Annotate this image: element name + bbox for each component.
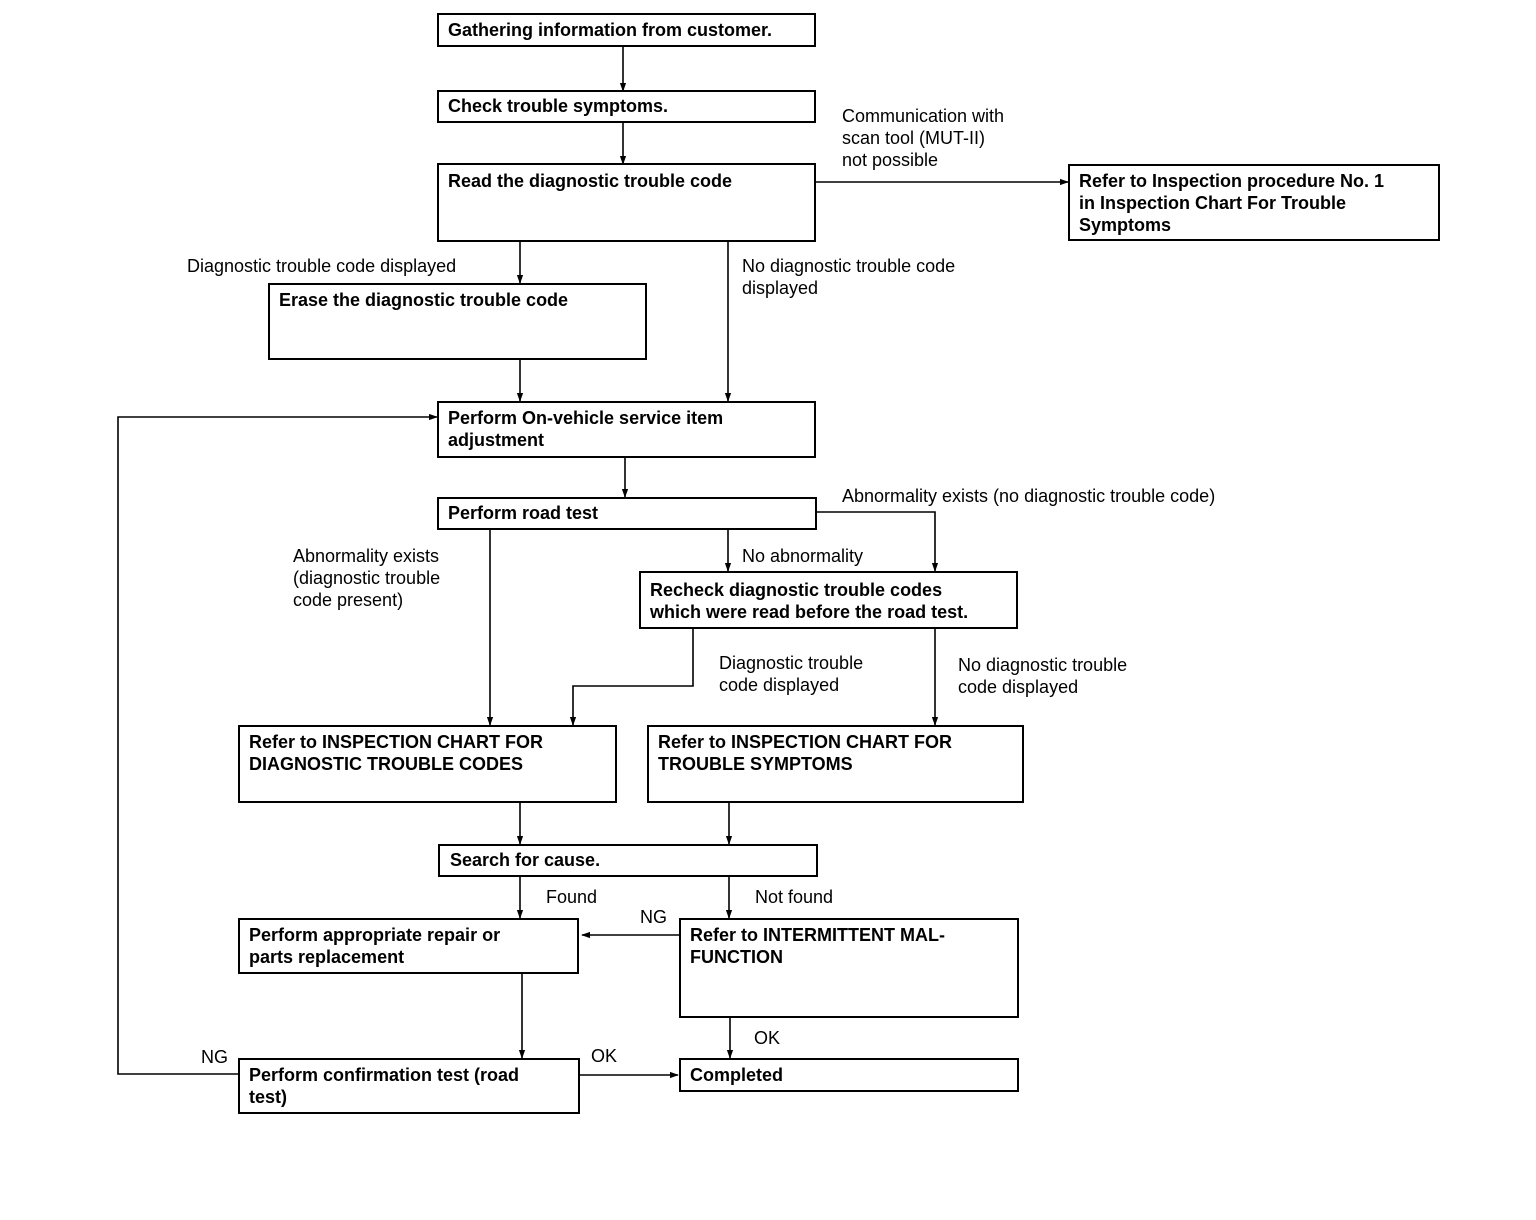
label-dtc-displayed: Diagnostic trouble code displayed	[187, 256, 456, 276]
box-line: Search for cause.	[450, 850, 600, 870]
box-line: Check trouble symptoms.	[448, 96, 668, 116]
box-line: in Inspection Chart For Trouble	[1079, 193, 1346, 213]
label-line: No diagnostic trouble	[958, 655, 1127, 675]
box-line: Refer to INSPECTION CHART FOR	[658, 732, 952, 752]
box-perform-repair: Perform appropriate repair or parts repl…	[238, 918, 579, 974]
box-line: TROUBLE SYMPTOMS	[658, 754, 853, 774]
box-refer-chart-diagnostic-codes: Refer to INSPECTION CHART FOR DIAGNOSTIC…	[238, 725, 617, 803]
svg-text:Read the diagnostic trouble co: Read the diagnostic trouble code	[448, 171, 732, 191]
box-erase-diagnostic-trouble-code: Erase the diagnostic trouble code	[268, 283, 647, 360]
label-ng-intermittent: NG	[640, 907, 667, 927]
label-abnormality-dtc-present: Abnormality exists (diagnostic trouble c…	[293, 546, 445, 610]
box-search-for-cause: Search for cause.	[438, 844, 818, 877]
box-perform-on-vehicle-adjustment: Perform On-vehicle service item adjustme…	[437, 401, 816, 458]
label-line: (diagnostic trouble	[293, 568, 440, 588]
svg-text:Perform appropriate repair or: Perform appropriate repair or parts repl…	[249, 925, 505, 967]
label-line: No abnormality	[742, 546, 863, 566]
label-line: Diagnostic trouble	[719, 653, 863, 673]
box-line: Refer to INSPECTION CHART FOR	[249, 732, 543, 752]
box-line: Symptoms	[1079, 215, 1171, 235]
box-refer-intermittent-malfunction: Refer to INTERMITTENT MAL- FUNCTION	[679, 918, 1019, 1018]
label-line: Diagnostic trouble code displayed	[187, 256, 456, 276]
box-check-trouble-symptoms: Check trouble symptoms.	[437, 90, 816, 123]
svg-text:Refer to INSPECTION CHART FOR: Refer to INSPECTION CHART FOR TROUBLE SY…	[658, 732, 957, 774]
label-line: Communication with	[842, 106, 1004, 126]
label-line: No diagnostic trouble code	[742, 256, 955, 276]
box-line: Read the diagnostic trouble code	[448, 171, 732, 191]
box-line: adjustment	[448, 430, 544, 450]
svg-text:Refer to INTERMITTENT MAL-: Refer to INTERMITTENT MAL- FUNCTION	[690, 925, 950, 967]
label-line: NG	[640, 907, 667, 927]
box-completed: Completed	[679, 1058, 1019, 1092]
svg-text:Perform confirmation test (roa: Perform confirmation test (road test)	[249, 1065, 524, 1107]
label-ng-confirmation: NG	[201, 1047, 228, 1067]
svg-text:Gathering information from cus: Gathering information from customer.	[448, 20, 772, 40]
box-line: Perform On-vehicle service item	[448, 408, 723, 428]
label-found: Found	[546, 887, 597, 907]
label-no-abnormality: No abnormality	[742, 546, 863, 566]
box-read-diagnostic-trouble-code: Read the diagnostic trouble code	[437, 163, 816, 242]
connectors	[117, 46, 1069, 1079]
box-line: Refer to INTERMITTENT MAL-	[690, 925, 945, 945]
box-line: Recheck diagnostic trouble codes	[650, 580, 942, 600]
box-recheck-diagnostic-trouble-codes: Recheck diagnostic trouble codes which w…	[639, 571, 1018, 629]
label-communication-not-possible: Communication with scan tool (MUT-II) no…	[842, 106, 1009, 170]
box-line: test)	[249, 1087, 287, 1107]
label-no-dtc-displayed: No diagnostic trouble code displayed	[742, 256, 960, 298]
box-line: parts replacement	[249, 947, 404, 967]
box-line: Refer to Inspection procedure No. 1	[1079, 171, 1384, 191]
label-line: Not found	[755, 887, 833, 907]
box-line: Perform appropriate repair or	[249, 925, 500, 945]
box-perform-road-test: Perform road test	[437, 497, 817, 530]
svg-text:Perform On-vehicle service ite: Perform On-vehicle service item adjustme…	[448, 408, 728, 450]
label-line: Found	[546, 887, 597, 907]
svg-text:Refer to INSPECTION CHART FOR: Refer to INSPECTION CHART FOR DIAGNOSTIC…	[249, 732, 548, 774]
box-line: Erase the diagnostic trouble code	[279, 290, 568, 310]
arrow-recheck-to-refer-dtc	[569, 628, 694, 726]
box-line: DIAGNOSTIC TROUBLE CODES	[249, 754, 523, 774]
box-refer-chart-trouble-symptoms: Refer to INSPECTION CHART FOR TROUBLE SY…	[647, 725, 1024, 803]
svg-text:Search for cause.: Search for cause.	[450, 850, 600, 870]
svg-text:Refer to Inspection procedure: Refer to Inspection procedure No. 1 in I…	[1079, 171, 1389, 235]
box-line: which were read before the road test.	[649, 602, 968, 622]
box-gather-information: Gathering information from customer.	[437, 13, 816, 47]
label-line: code displayed	[719, 675, 839, 695]
label-line: code displayed	[958, 677, 1078, 697]
box-refer-inspection-procedure-1: Refer to Inspection procedure No. 1 in I…	[1068, 164, 1440, 241]
box-line: Perform confirmation test (road	[249, 1065, 519, 1085]
box-line: Gathering information from customer.	[448, 20, 772, 40]
box-line: FUNCTION	[690, 947, 783, 967]
label-line: code present)	[293, 590, 403, 610]
svg-text:Recheck diagnostic trouble cod: Recheck diagnostic trouble codes which w…	[649, 580, 968, 622]
box-line: Perform road test	[448, 503, 598, 523]
box-line: Completed	[690, 1065, 783, 1085]
label-ok-confirmation: OK	[591, 1046, 617, 1066]
arrow-roadtest-abnormality-to-recheck	[816, 511, 939, 572]
label-line: Abnormality exists (no diagnostic troubl…	[842, 486, 1215, 506]
label-line: NG	[201, 1047, 228, 1067]
svg-text:Erase the diagnostic trouble c: Erase the diagnostic trouble code	[279, 290, 568, 310]
label-no-dtc-after-recheck: No diagnostic trouble code displayed	[958, 655, 1132, 697]
label-dtc-displayed-after-recheck: Diagnostic trouble code displayed	[719, 653, 868, 695]
label-line: not possible	[842, 150, 938, 170]
label-line: displayed	[742, 278, 818, 298]
label-line: Abnormality exists	[293, 546, 439, 566]
label-line: OK	[591, 1046, 617, 1066]
label-line: scan tool (MUT-II)	[842, 128, 985, 148]
svg-text:Perform road test: Perform road test	[448, 503, 598, 523]
svg-text:Check trouble symptoms.: Check trouble symptoms.	[448, 96, 668, 116]
svg-text:Completed: Completed	[690, 1065, 783, 1085]
label-abnormality-no-dtc: Abnormality exists (no diagnostic troubl…	[842, 486, 1215, 506]
box-perform-confirmation-test: Perform confirmation test (road test)	[238, 1058, 580, 1114]
arrow-confirm-ng-loop-to-adjust	[117, 413, 438, 1075]
label-ok-intermittent: OK	[754, 1028, 780, 1048]
label-not-found: Not found	[755, 887, 833, 907]
label-line: OK	[754, 1028, 780, 1048]
